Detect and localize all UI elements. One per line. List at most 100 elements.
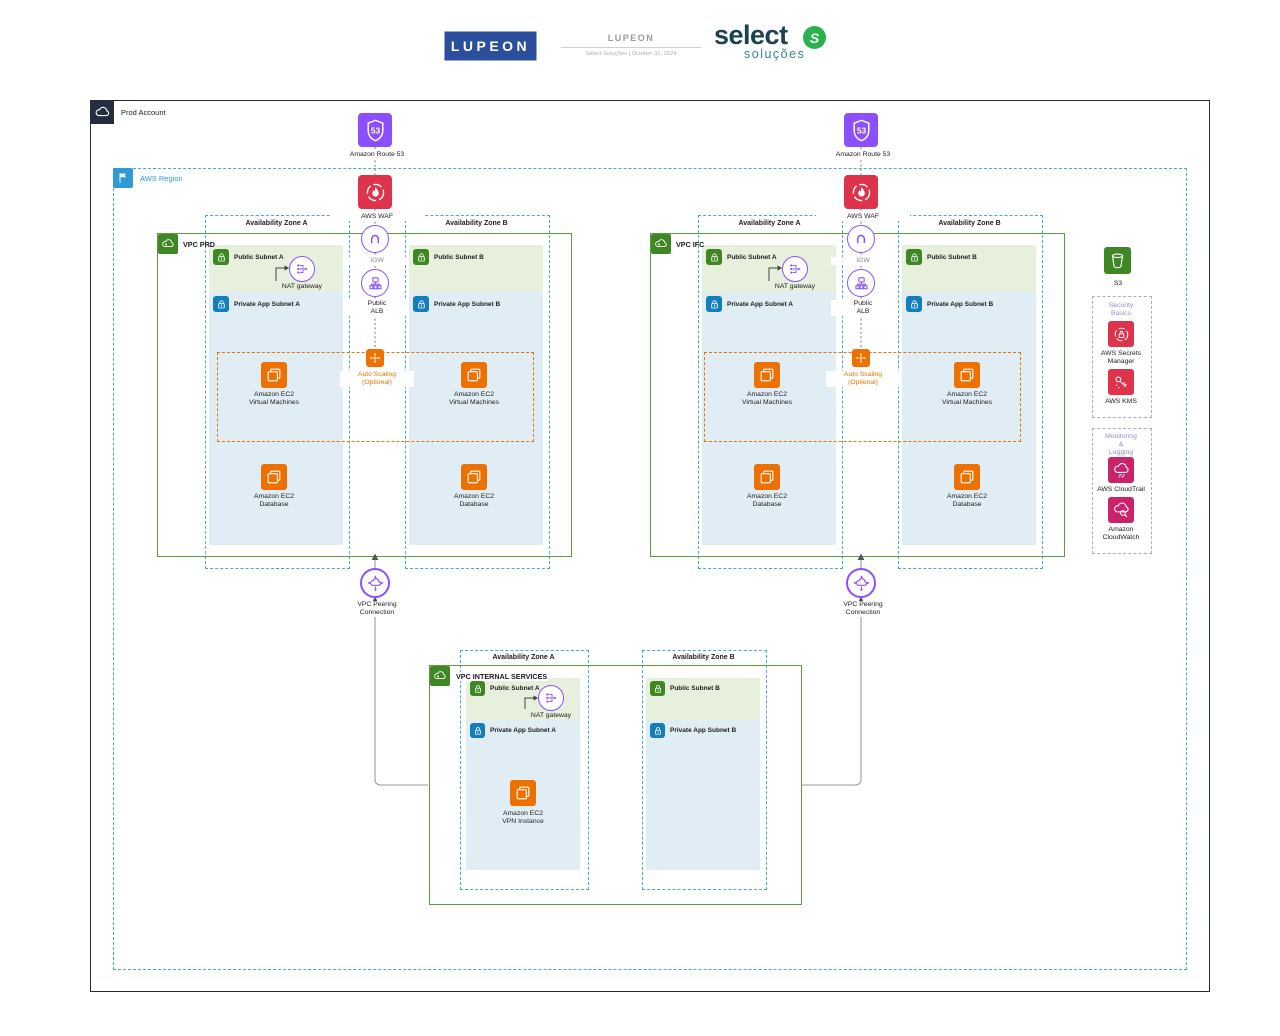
s3-label: S3 xyxy=(1113,280,1123,287)
private-subnet-lock-icon xyxy=(706,296,722,312)
vpc-prd-public-subnet-b-bg xyxy=(409,245,543,292)
lupeon-logo: LUPEON xyxy=(442,29,539,63)
vpc-prd-private-subnet-b-bg xyxy=(409,292,543,545)
vpc-ifc-private-subnet-b-bg xyxy=(902,292,1036,545)
aws-region-label: AWS Region xyxy=(140,174,183,183)
public-alb-icon-right xyxy=(847,269,875,297)
route53-icon xyxy=(358,113,392,147)
select-brand-subtitle: soluções xyxy=(744,47,806,61)
autoscaling-icon xyxy=(366,349,384,367)
select-brand-name: select xyxy=(714,20,788,50)
prod-account-label: Prod Account xyxy=(121,108,166,117)
igw-icon xyxy=(361,225,389,253)
document-title: LUPEON xyxy=(607,33,655,43)
vpc-prd-public-subnet-a-label: Public Subnet A xyxy=(234,254,284,261)
waf-icon xyxy=(358,175,392,209)
vpc-prd-az-b-box xyxy=(405,215,550,569)
vpc-ifc-icon xyxy=(651,234,671,254)
vpc-internal-public-subnet-b-label: Public Subnet B xyxy=(670,685,720,692)
vpc-prd-private-subnet-a-label: Private App Subnet A xyxy=(234,301,300,308)
waf-label-right: AWS WAF xyxy=(816,213,910,221)
secrets-manager-icon xyxy=(1108,321,1134,347)
vpc-internal-private-subnet-a-label: Private App Subnet A xyxy=(490,727,556,734)
vpc-ifc-private-subnet-a-bg xyxy=(702,292,836,545)
public-alb-label: Public ALB xyxy=(345,300,409,316)
ec2-vpn-icon xyxy=(510,780,536,806)
nat-gateway-label: NAT gateway xyxy=(530,712,572,719)
vpc-prd-private-subnet-b-label: Private App Subnet B xyxy=(434,301,501,308)
vpc-internal-az-b-title: Availability Zone B xyxy=(672,654,735,661)
ec2-vm-label: Amazon EC2 Virtual Machines xyxy=(941,391,993,406)
vpc-ifc-public-subnet-b-bg xyxy=(902,245,1036,292)
vpc-peering-icon-left xyxy=(360,568,390,598)
vpc-internal-private-subnet-b-bg xyxy=(646,720,760,870)
monitoring-logging-title: Monitoring & Logging xyxy=(1105,433,1137,456)
vpc-prd-public-subnet-b-label: Public Subnet B xyxy=(434,254,484,261)
vpc-ifc-public-subnet-b-label: Public Subnet B xyxy=(927,254,977,261)
public-alb-icon xyxy=(361,269,389,297)
vpc-ifc-public-subnet-a-label: Public Subnet A xyxy=(727,254,777,261)
lupeon-logo-text: LUPEON xyxy=(450,38,531,54)
public-subnet-lock-icon xyxy=(213,249,229,265)
autoscaling-icon-right xyxy=(852,349,870,367)
cloudwatch-label: Amazon CloudWatch xyxy=(1102,526,1140,541)
vpc-prd-az-a-box xyxy=(205,215,350,569)
ec2-db-label: Amazon EC2 Database xyxy=(746,493,788,508)
waf-icon-right xyxy=(844,175,878,209)
cloudwatch-icon xyxy=(1108,497,1134,523)
autoscaling-label-right: Auto Scaling (Optional) xyxy=(826,371,900,387)
autoscaling-label: Auto Scaling (Optional) xyxy=(340,371,414,387)
aws-region-box xyxy=(113,168,1187,970)
vpc-ifc-private-subnet-a-label: Private App Subnet A xyxy=(727,301,793,308)
nat-gateway-icon xyxy=(538,685,564,711)
vpc-prd-private-subnet-a-bg xyxy=(209,292,343,545)
vpc-peering-icon-right xyxy=(846,568,876,598)
ec2-db-icon xyxy=(461,464,487,490)
igw-icon-right xyxy=(847,225,875,253)
ec2-vm-icon xyxy=(461,362,487,388)
ec2-vm-icon xyxy=(954,362,980,388)
vpc-internal-az-a-box xyxy=(460,650,589,890)
vpc-ifc-az-a-box xyxy=(698,215,843,569)
waf-label: AWS WAF xyxy=(330,213,424,221)
private-subnet-lock-icon xyxy=(470,723,485,738)
secrets-manager-label: AWS Secrets Manager xyxy=(1100,350,1142,365)
vpc-internal-az-b-box xyxy=(642,650,767,890)
kms-icon xyxy=(1108,369,1134,395)
prod-account-box xyxy=(90,100,1210,992)
ec2-db-icon xyxy=(754,464,780,490)
private-subnet-lock-icon xyxy=(213,296,229,312)
title-divider xyxy=(561,47,701,48)
security-basics-title: Security Basics xyxy=(1108,302,1134,317)
vpc-ifc-az-a-title: Availability Zone A xyxy=(738,220,801,227)
private-subnet-lock-icon xyxy=(906,296,922,312)
nat-gateway-icon xyxy=(782,256,808,282)
ec2-db-label: Amazon EC2 Database xyxy=(453,493,495,508)
ec2-vm-label: Amazon EC2 Virtual Machines xyxy=(448,391,500,406)
prod-account-icon xyxy=(90,100,114,124)
select-brand-icon: S xyxy=(803,26,826,49)
vpc-internal-private-subnet-b-label: Private App Subnet B xyxy=(670,727,737,734)
ec2-vm-icon xyxy=(261,362,287,388)
vpc-peering-label-right: VPC Peering Connection xyxy=(826,601,900,617)
vpc-prd-label: VPC PRD xyxy=(183,240,215,249)
public-subnet-lock-icon xyxy=(470,681,485,696)
public-subnet-lock-icon xyxy=(413,249,429,265)
cloudtrail-label: AWS CloudTrail xyxy=(1097,486,1145,493)
ec2-db-label: Amazon EC2 Database xyxy=(253,493,295,508)
s3-icon xyxy=(1104,247,1131,274)
public-subnet-lock-icon xyxy=(906,249,922,265)
ec2-vm-label: Amazon EC2 Virtual Machines xyxy=(248,391,300,406)
public-subnet-lock-icon xyxy=(706,249,722,265)
nat-gateway-icon xyxy=(289,256,315,282)
vpc-internal-public-subnet-b-bg xyxy=(646,678,760,720)
vpc-prd-az-a-title: Availability Zone A xyxy=(245,220,308,227)
route53-icon-right xyxy=(844,113,878,147)
route53-label-right: Amazon Route 53 xyxy=(816,151,910,159)
vpc-internal-az-a-title: Availability Zone A xyxy=(492,654,555,661)
vpc-ifc-az-b-title: Availability Zone B xyxy=(938,220,1001,227)
vpc-prd-az-b-title: Availability Zone B xyxy=(445,220,508,227)
ec2-db-icon xyxy=(954,464,980,490)
vpc-internal-icon xyxy=(430,666,450,686)
